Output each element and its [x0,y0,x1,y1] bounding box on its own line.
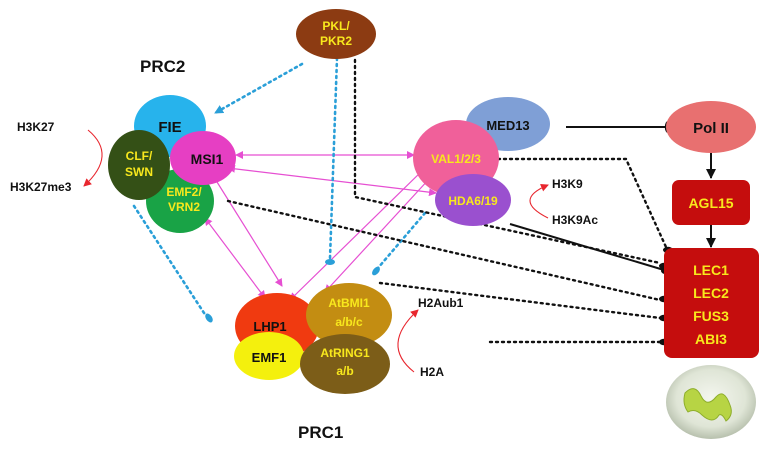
prc1-cluster: LHP1 AtBMI1 a/b/c EMF1 AtRING1 a/b [234,283,392,394]
cap-hda-atbmi1 [372,266,380,276]
fie-label: FIE [158,119,181,136]
clf-label-line2: SWN [125,165,153,179]
arrow-h3k9ac-to-h3k9 [529,184,549,219]
edge-clf-lhp1 [132,204,208,318]
emf2-label-line2: VRN2 [168,200,200,214]
atbmi1-label-line2: a/b/c [335,315,363,329]
edge-val-atbmi1 [324,177,431,293]
edge-pkl-target [353,58,662,265]
edge-val-target [496,157,668,249]
emf1-label: EMF1 [252,350,287,365]
clf-swn-node [108,130,170,200]
prc2-group-label: PRC2 [140,57,185,76]
arrow-h3k27-to-h3k27me3 [83,129,103,187]
pkl-pkr2-node: PKL/ PKR2 [296,9,376,59]
atring1-node [300,334,390,394]
agl15-node: AGL15 [672,180,750,225]
lec-targets-node: LEC1 LEC2 FUS3 ABI3 [664,248,759,358]
pink-interaction-edges [204,151,437,301]
edge-msi1-lhp1 [211,173,283,287]
target-lec2: LEC2 [693,285,729,301]
atring1-label-line1: AtRING1 [320,346,370,360]
atring1-label-line2: a/b [336,364,353,378]
black-dotted-edges [226,58,668,344]
h3k27-label: H3K27 [17,120,55,134]
atbmi1-label-line1: AtBMI1 [328,296,370,310]
atbmi1-node [306,283,392,347]
prc2-cluster: FIE EMF2/ VRN2 MSI1 CLF/ SWN [108,95,236,233]
edge-pkl-fie [213,62,304,115]
med13-label: MED13 [486,118,529,133]
prc1-group-label: PRC1 [298,423,343,442]
edge-emf2-lhp1 [204,217,266,299]
emf2-label-line1: EMF2/ [166,185,202,199]
edge-hda-atbmi1 [376,211,427,270]
blue-dotted-edges [132,56,427,318]
seedling-shape [683,388,732,422]
val-label: VAL1/2/3 [431,152,481,166]
edge-hda-target [509,223,665,271]
blue-inhibition-caps [205,259,380,323]
solid-black-edges [509,126,716,271]
pkl-label-line2: PKR2 [320,34,352,48]
edge-val-lhp1 [289,167,426,301]
target-fus3: FUS3 [693,308,729,324]
target-abi3: ABI3 [695,331,727,347]
edge-emf2-target [226,199,662,302]
h3k9ac-label: H3K9Ac [552,213,598,227]
cap-pkl-lhp1 [325,259,335,265]
msi1-node [170,131,236,185]
seedling-image [666,365,756,439]
h2aub1-label: H2Aub1 [418,296,464,310]
agl15-label: AGL15 [688,195,733,211]
emf1-node [234,332,304,380]
edge-atbmi1-target [378,281,662,320]
target-lec1: LEC1 [693,262,729,278]
pol2-label: Pol II [693,120,729,137]
cap-clf-lhp1 [205,313,213,323]
pol2-node: Pol II [666,101,756,153]
h2a-label: H2A [420,365,444,379]
edge-pkl-lhp1 [328,56,339,260]
red-mark-arrows [83,129,549,373]
h3k27me3-label: H3K27me3 [10,180,72,194]
lhp1-label: LHP1 [253,319,286,334]
hda-node: HDA6/19 [435,174,511,226]
msi1-label: MSI1 [191,151,224,167]
arrow-h2a-to-h2aub1 [397,309,419,373]
pkl-label-line1: PKL/ [322,19,350,33]
clf-label-line1: CLF/ [126,149,153,163]
hda-label: HDA6/19 [448,194,498,208]
h3k9-label: H3K9 [552,177,583,191]
